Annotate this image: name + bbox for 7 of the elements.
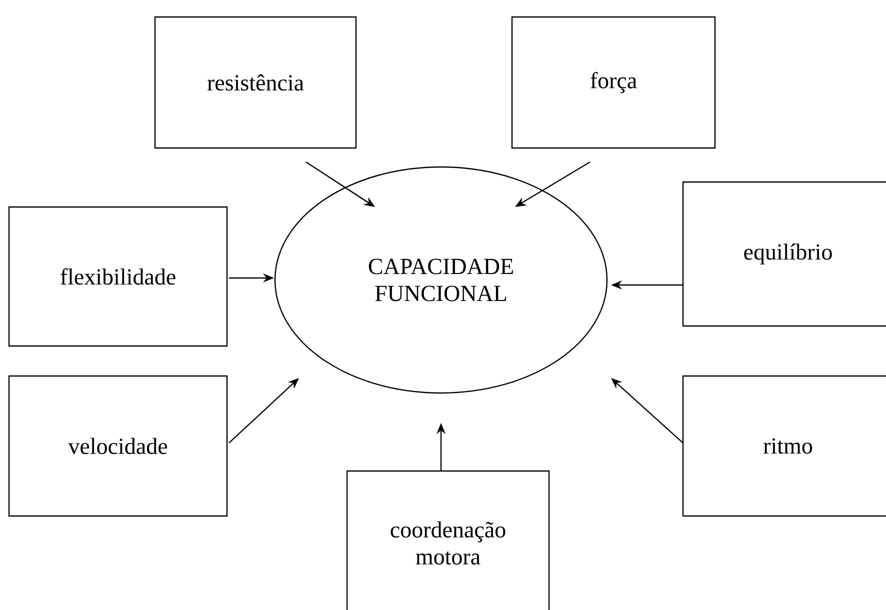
text-box: coordenação motora — [346, 470, 550, 610]
text-box: resistência — [154, 16, 357, 149]
text-box: flexibilidade — [8, 206, 228, 347]
text-box: velocidade — [8, 375, 228, 517]
text-box: ritmo — [682, 375, 886, 517]
text-box: força — [511, 16, 716, 149]
text-box: equilíbrio — [682, 181, 886, 327]
